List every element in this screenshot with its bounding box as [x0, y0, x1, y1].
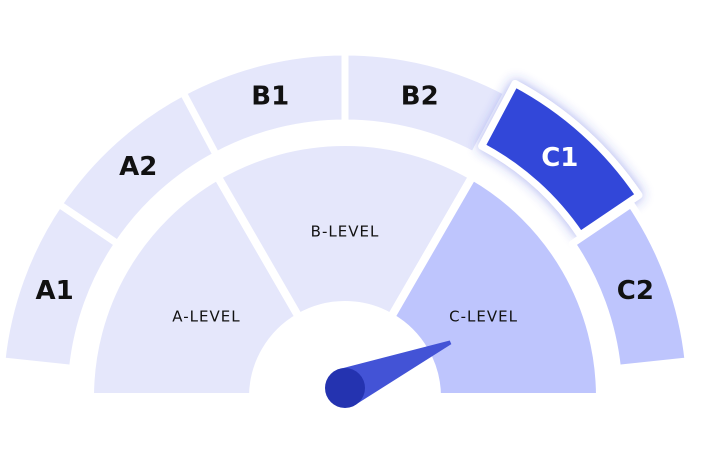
outer-segment-b1[interactable]: B1	[179, 48, 349, 159]
inner-segment-label: C-LEVEL	[449, 308, 518, 326]
gauge-needle	[325, 340, 452, 408]
outer-segment-a2[interactable]: A2	[55, 88, 220, 248]
outer-segment-label: B2	[401, 82, 439, 112]
outer-segment-c2[interactable]: C2	[568, 200, 692, 372]
outer-segment-a1[interactable]: A1	[0, 200, 122, 372]
outer-segment-label: C1	[541, 143, 578, 173]
outer-segment-label: C2	[617, 276, 654, 306]
outer-segment-b2[interactable]: B2	[341, 48, 511, 159]
inner-segment-label: A-LEVEL	[172, 308, 240, 326]
outer-segment-label: B1	[251, 82, 289, 112]
outer-segment-label: A2	[119, 152, 157, 182]
inner-segment-label: B-LEVEL	[311, 223, 380, 241]
needle-hub	[325, 368, 365, 408]
inner-segment-b-level[interactable]: B-LEVEL	[213, 138, 477, 322]
outer-segment-label: A1	[36, 276, 74, 306]
needle-pointer	[337, 340, 452, 407]
outer-segment-c1[interactable]: C1	[478, 80, 643, 239]
